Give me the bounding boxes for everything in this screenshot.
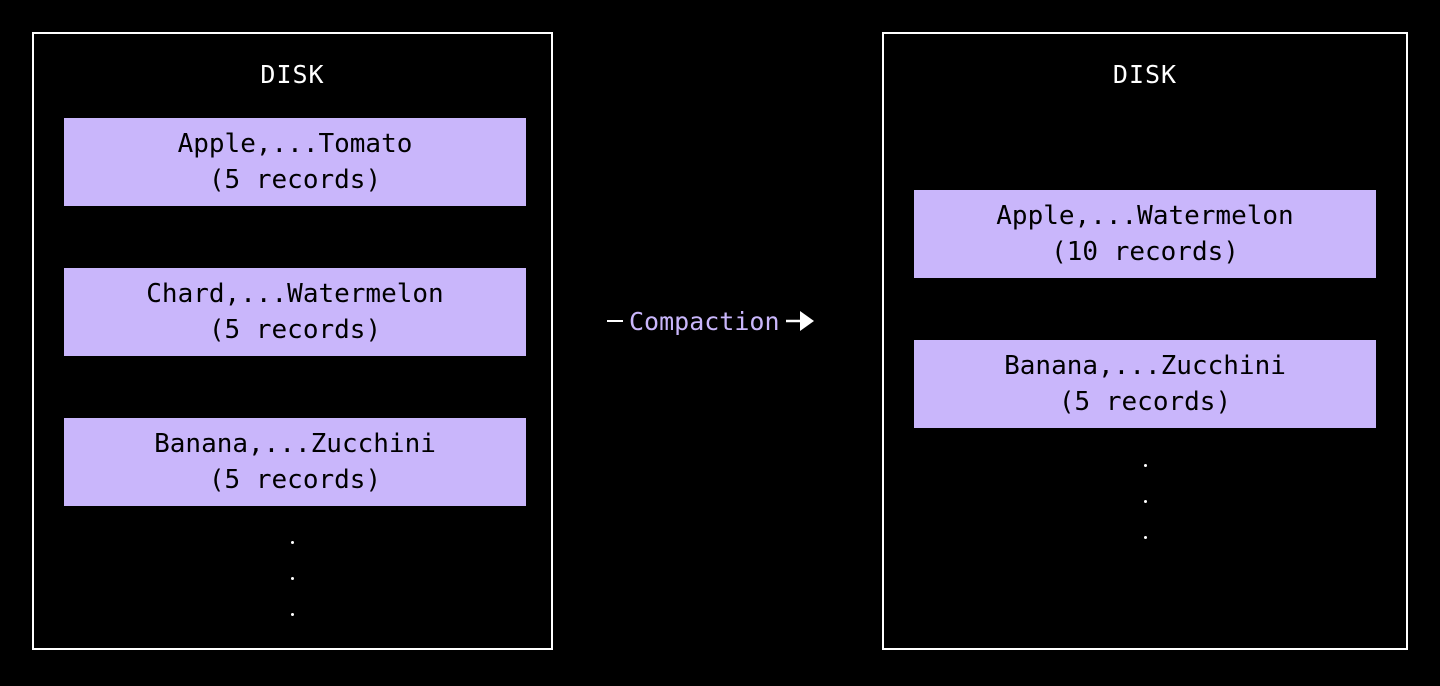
disk-before-compaction: DISK Apple,...Tomato (5 records) Chard,.… — [32, 32, 553, 650]
segment-range: Banana,...Zucchini — [154, 429, 436, 459]
continuation-dots — [884, 464, 1406, 572]
segment-count: (5 records) — [1058, 387, 1232, 417]
dot — [291, 541, 294, 544]
dot — [1143, 536, 1147, 539]
segment-range: Apple,...Watermelon — [996, 201, 1294, 231]
continuation-dots — [34, 541, 551, 649]
segment-apple-tomato: Apple,...Tomato (5 records) — [64, 118, 526, 206]
segment-count: (5 records) — [208, 465, 382, 495]
disk-after-compaction: DISK Apple,...Watermelon (10 records) Ba… — [882, 32, 1408, 650]
segment-chard-watermelon: Chard,...Watermelon (5 records) — [64, 268, 526, 356]
segment-banana-zucchini: Banana,...Zucchini (5 records) — [914, 340, 1376, 428]
segment-banana-zucchini: Banana,...Zucchini (5 records) — [64, 418, 526, 506]
dot — [291, 577, 294, 580]
segment-count: (10 records) — [1051, 237, 1239, 267]
dot — [1143, 500, 1147, 503]
segment-range: Chard,...Watermelon — [146, 279, 444, 309]
compaction-arrow: Compaction — [607, 303, 816, 339]
segment-count: (5 records) — [208, 315, 382, 345]
segment-apple-watermelon: Apple,...Watermelon (10 records) — [914, 190, 1376, 278]
segment-range: Apple,...Tomato — [177, 129, 413, 159]
segment-count: (5 records) — [208, 165, 382, 195]
disk-title: DISK — [1112, 60, 1178, 89]
arrow-right-icon — [785, 311, 814, 331]
dot — [291, 613, 294, 616]
disk-title: DISK — [260, 60, 325, 89]
segment-range: Banana,...Zucchini — [1004, 351, 1286, 381]
arrow-tail — [607, 320, 623, 322]
dot — [1143, 464, 1147, 467]
compaction-label: Compaction — [629, 306, 780, 336]
